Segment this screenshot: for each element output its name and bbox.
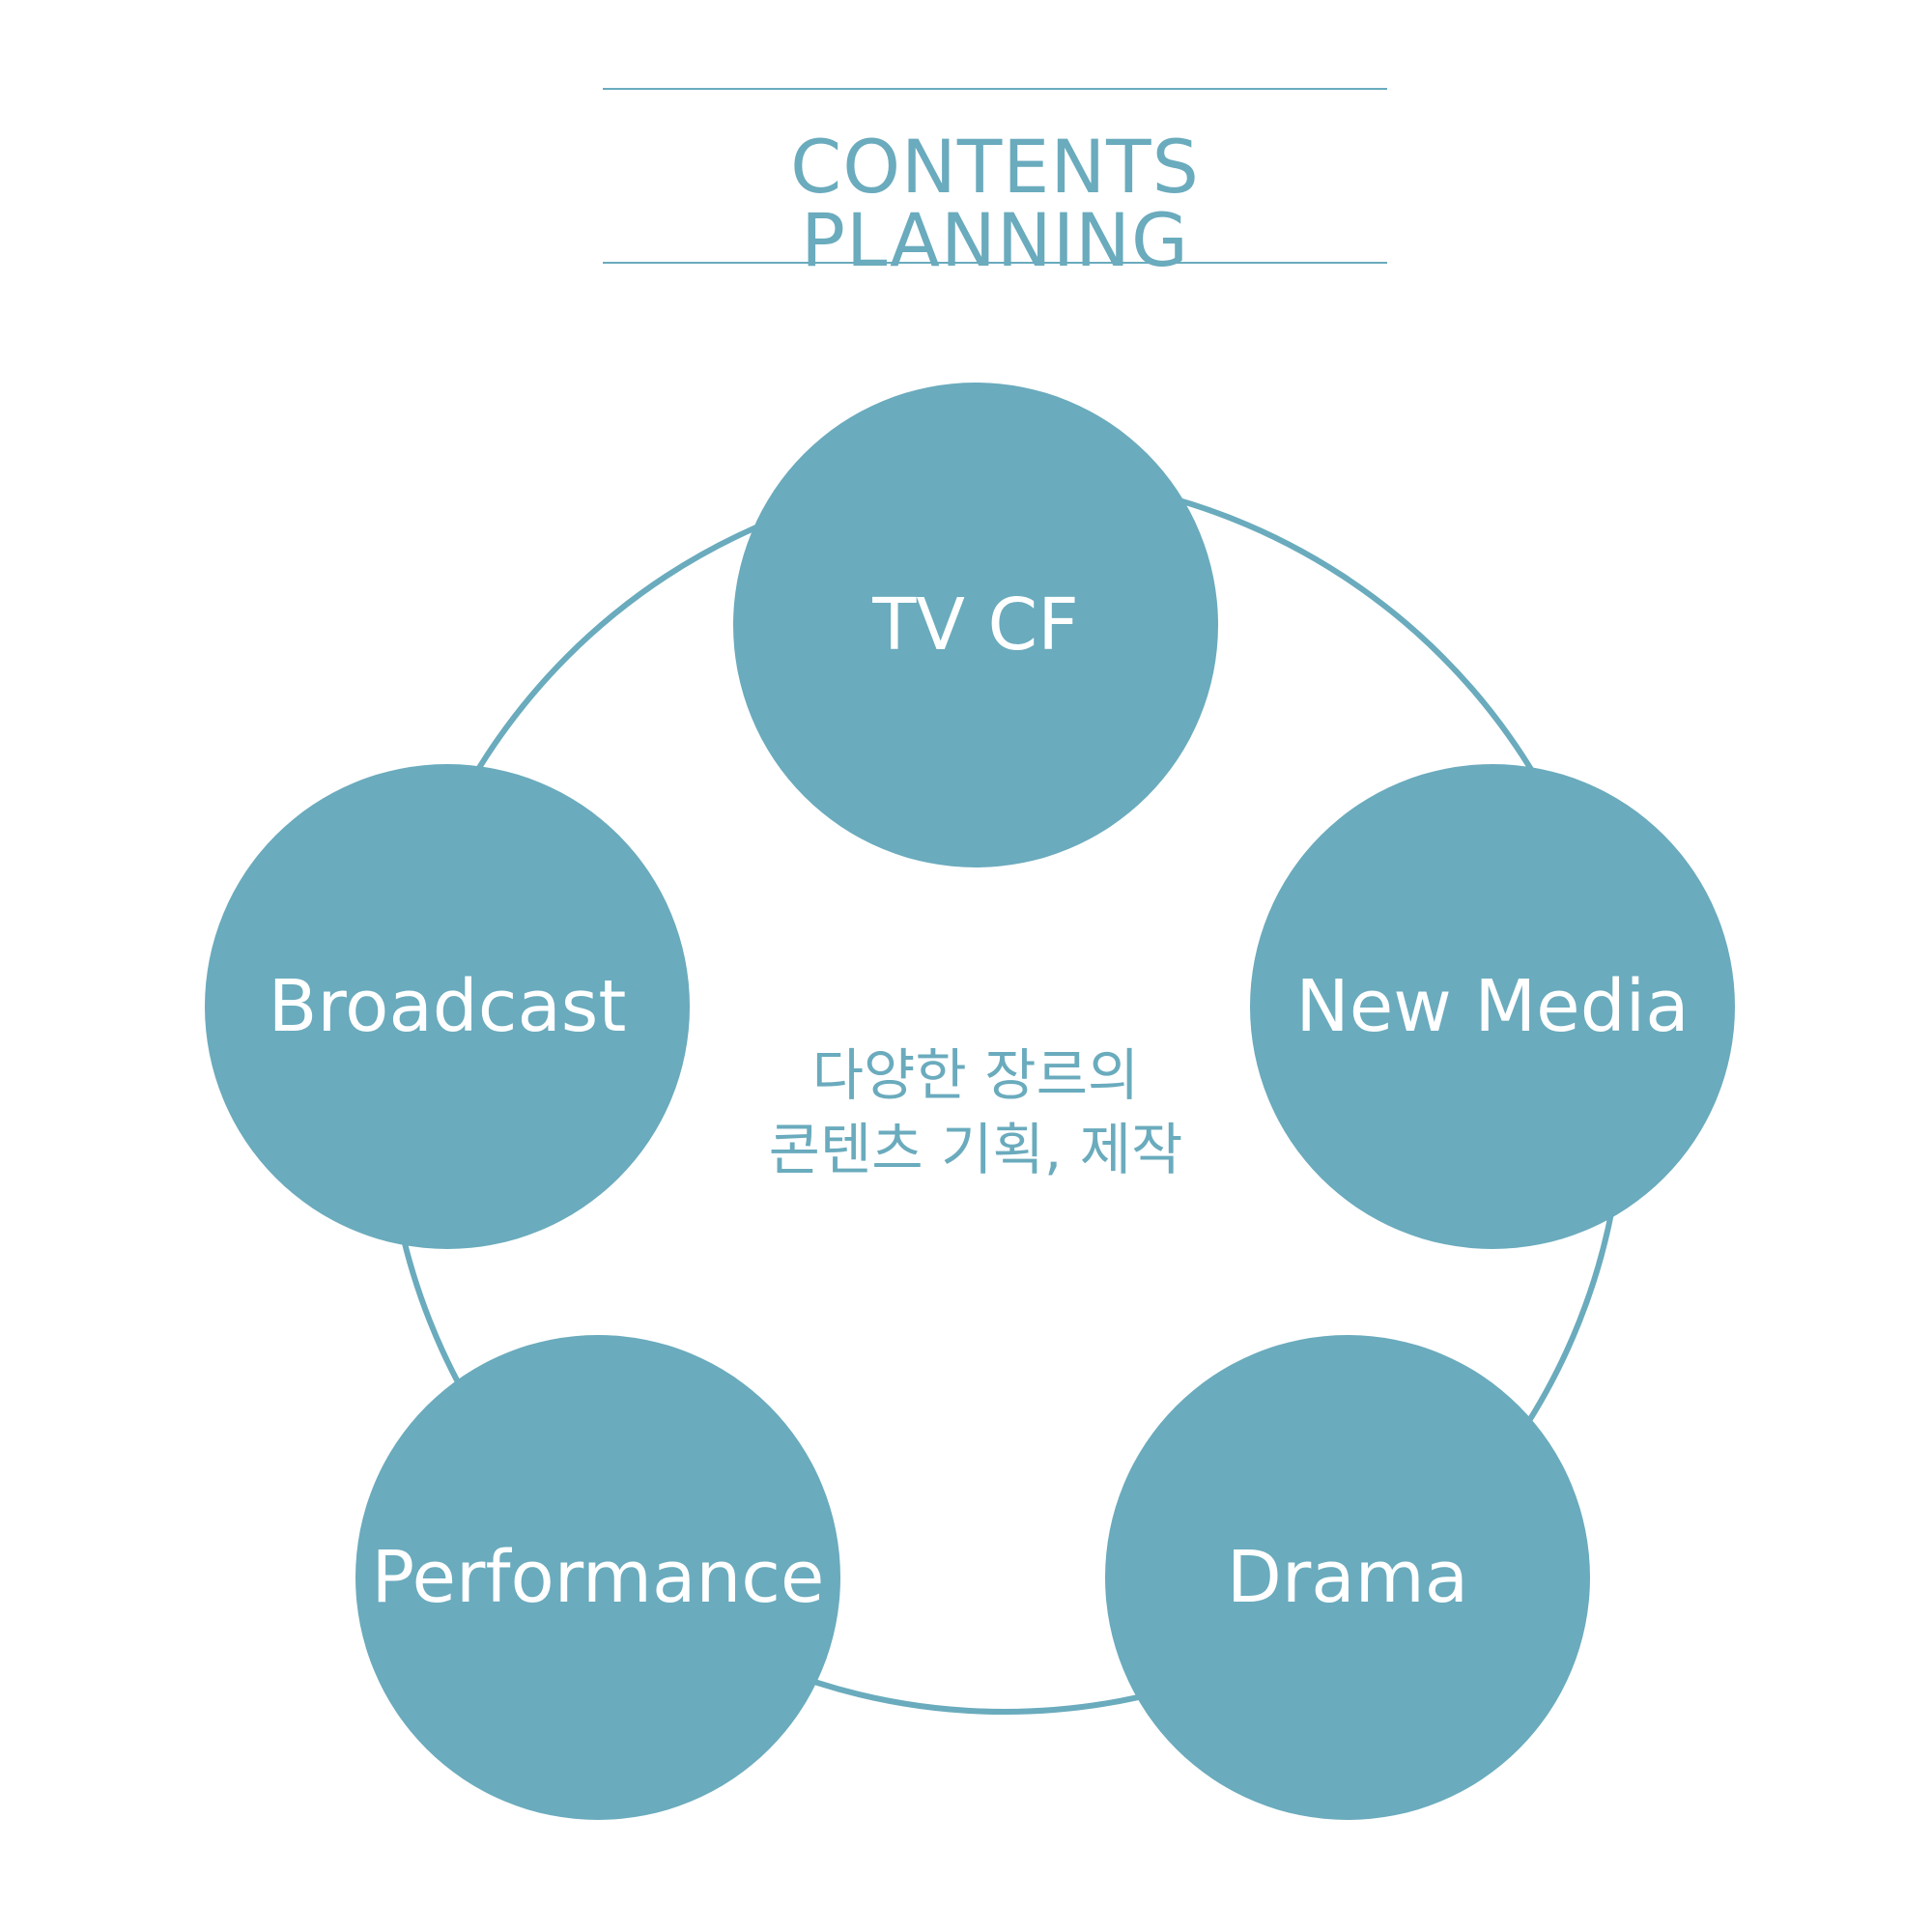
page-title: CONTENTS PLANNING: [790, 124, 1200, 283]
node-circle-performance: [355, 1335, 840, 1820]
node-new-media: New Media: [1250, 764, 1735, 1249]
node-circle-tv-cf: [733, 383, 1218, 867]
node-label-broadcast: Broadcast: [269, 965, 627, 1048]
node-circle-drama: [1105, 1335, 1590, 1820]
node-broadcast: Broadcast: [205, 764, 690, 1249]
node-circle-broadcast: [205, 764, 690, 1249]
node-label-performance: Performance: [372, 1536, 825, 1619]
node-label-new-media: New Media: [1295, 965, 1689, 1048]
title-rule-bottom: [603, 262, 1387, 264]
node-tv-cf: TV CF: [733, 383, 1218, 867]
node-label-drama: Drama: [1227, 1536, 1468, 1619]
center-text-line2: 콘텐츠 기획, 제작: [769, 1117, 1183, 1182]
title-rule-top: [603, 88, 1387, 90]
node-label-tv-cf: TV CF: [871, 583, 1079, 667]
node-drama: Drama: [1105, 1335, 1590, 1820]
node-circle-new-media: [1250, 764, 1735, 1249]
node-performance: Performance: [355, 1335, 840, 1820]
center-text-line1: 다양한 장르의: [812, 1042, 1140, 1108]
